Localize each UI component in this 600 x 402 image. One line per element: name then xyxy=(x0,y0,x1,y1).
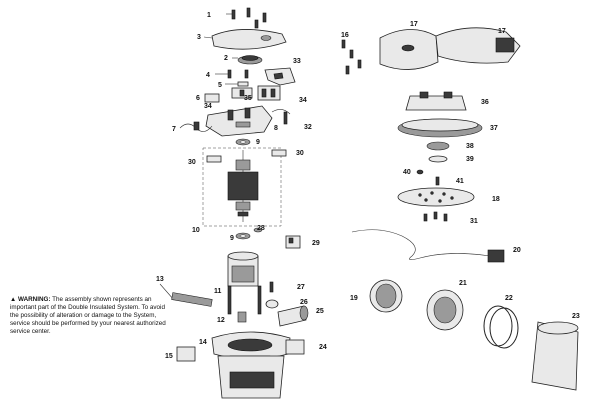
switch-assembly-6-34-35 xyxy=(204,85,281,103)
callout-22: 22 xyxy=(505,295,513,302)
part-12 xyxy=(237,311,247,323)
fan-part-36 xyxy=(405,91,467,111)
screws-part-31 xyxy=(423,211,448,222)
callout-35: 35 xyxy=(244,95,252,102)
bearing-part-9-upper xyxy=(235,138,251,146)
ring-part-22 xyxy=(483,305,519,349)
field-stator xyxy=(227,251,259,287)
callout-15: 15 xyxy=(165,353,173,360)
callout-36: 36 xyxy=(481,99,489,106)
gear-part-2 xyxy=(232,55,263,65)
bearing-part-9-lower xyxy=(235,227,263,240)
armature-part-10 xyxy=(202,147,282,227)
callout-4: 4 xyxy=(206,72,210,79)
callout-1: 1 xyxy=(207,12,211,19)
callout-27: 27 xyxy=(297,284,305,291)
callout-17-right: 17 xyxy=(498,28,506,35)
pad-part-37 xyxy=(397,118,483,138)
callout-30-left: 30 xyxy=(188,159,196,166)
small-parts-4-5 xyxy=(215,69,249,87)
callout-12: 12 xyxy=(217,317,225,324)
callout-16: 16 xyxy=(341,32,349,39)
callout-34-right: 34 xyxy=(299,97,307,104)
warning-triangle-icon: ▲ xyxy=(10,296,17,303)
callout-39: 39 xyxy=(466,156,474,163)
sanding-pad-part-18 xyxy=(397,187,475,207)
callout-33: 33 xyxy=(293,58,301,65)
callout-32: 32 xyxy=(304,124,312,131)
spring-part-32 xyxy=(271,109,291,125)
callout-19: 19 xyxy=(350,295,358,302)
callout-26: 26 xyxy=(300,299,308,306)
screws-part-1 xyxy=(226,7,267,29)
callout-28: 28 xyxy=(257,225,265,232)
callout-21: 21 xyxy=(459,280,467,287)
callout-3: 3 xyxy=(197,34,201,41)
callout-34-left: 34 xyxy=(204,103,212,110)
ring-part-21 xyxy=(426,289,464,331)
callout-31: 31 xyxy=(470,218,478,225)
bearing-stack-38-41 xyxy=(416,141,450,186)
callout-30-right: 30 xyxy=(296,150,304,157)
callout-2: 2 xyxy=(224,55,228,62)
housing-part-17-left xyxy=(379,29,439,70)
warning-notice: ▲ WARNING: The assembly shown represents… xyxy=(10,296,170,336)
screws-part-16 xyxy=(341,39,362,75)
callout-6: 6 xyxy=(196,95,200,102)
callout-18: 18 xyxy=(492,196,500,203)
warning-heading: WARNING: xyxy=(17,296,51,303)
housing-part-14 xyxy=(211,331,291,399)
top-cover-part-3 xyxy=(203,29,287,50)
callout-11: 11 xyxy=(214,288,222,295)
callout-40: 40 xyxy=(403,169,411,176)
shroud-part-19 xyxy=(369,279,403,313)
callout-25: 25 xyxy=(316,308,324,315)
dust-port-part-25 xyxy=(277,305,309,327)
callout-9-upper: 9 xyxy=(256,139,260,146)
cord-part-20 xyxy=(351,229,505,263)
callout-24: 24 xyxy=(319,344,327,351)
brushes-part-30 xyxy=(206,149,287,163)
label-parts-15-24 xyxy=(176,339,305,362)
callout-23: 23 xyxy=(572,313,580,320)
callout-13: 13 xyxy=(156,276,164,283)
callout-14: 14 xyxy=(199,339,207,346)
sleeve-part-23 xyxy=(531,321,579,391)
screws-part-11-27 xyxy=(227,281,274,315)
part-26 xyxy=(265,299,279,309)
callout-17-left: 17 xyxy=(410,21,418,28)
callout-5: 5 xyxy=(218,82,222,89)
callout-10: 10 xyxy=(192,227,200,234)
callout-9-lower: 9 xyxy=(230,235,234,242)
callout-7: 7 xyxy=(172,126,176,133)
switch-part-29 xyxy=(285,235,301,249)
callout-29: 29 xyxy=(312,240,320,247)
housing-part-17-right xyxy=(435,27,521,64)
callout-41: 41 xyxy=(456,178,464,185)
callout-8: 8 xyxy=(274,125,278,132)
callout-labels: 1 3 2 4 5 33 6 35 34 34 7 8 32 9 30 30 1… xyxy=(156,12,580,360)
callout-37: 37 xyxy=(490,125,498,132)
callout-38: 38 xyxy=(466,143,474,150)
callout-20: 20 xyxy=(513,247,521,254)
warning-body: The assembly shown represents an importa… xyxy=(10,296,166,335)
spring-part-7 xyxy=(179,121,213,132)
cord-set-part-13 xyxy=(159,283,213,307)
bracket-part-33 xyxy=(264,67,296,86)
brush-housing-part-8 xyxy=(205,105,273,137)
